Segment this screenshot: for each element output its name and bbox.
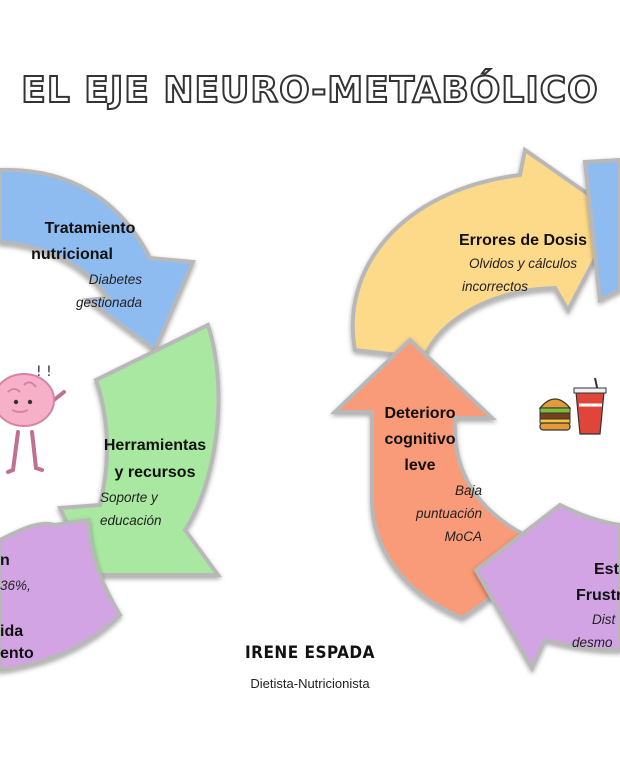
errores-desc-1: Olvidos y cálculos: [469, 256, 577, 271]
tratamiento-desc-2: gestionada: [76, 295, 143, 310]
deterioro-title-2: cognitivo: [384, 431, 455, 448]
partial-left-line-1: n: [0, 552, 10, 569]
deterioro-title-1: Deterioro: [384, 405, 455, 422]
herramientas-desc-1: Soporte y: [100, 490, 159, 505]
arrow-partial-left: [0, 517, 123, 673]
author-name: IRENE ESPADA: [245, 643, 375, 663]
soda-cup-icon: [573, 377, 607, 435]
errores-title: Errores de Dosis: [459, 232, 587, 249]
arrow-herramientas: [56, 322, 222, 577]
partial-right-title-1: Estr: [594, 561, 620, 578]
partial-right-desc-1: Dist: [592, 612, 616, 627]
partial-left-line-3: ida: [0, 623, 23, 640]
svg-text:! !: ! !: [36, 364, 52, 380]
errores-desc-2: incorrectos: [462, 279, 528, 294]
herramientas-desc-2: educación: [100, 513, 162, 528]
arrow-partial-topright: [582, 157, 620, 304]
page-title: EL EJE NEURO-METABÓLICO: [20, 69, 599, 112]
partial-left-line-4: ento: [0, 645, 34, 662]
deterioro-desc-1: Baja: [455, 483, 483, 498]
arrow-tratamiento: [0, 167, 196, 354]
author-role: Dietista-Nutricionista: [250, 676, 370, 691]
tratamiento-desc-1: Diabetes: [89, 272, 143, 287]
deterioro-desc-3: MoCA: [444, 529, 482, 544]
herramientas-title-2: y recursos: [115, 464, 196, 481]
tratamiento-title-1: Tratamiento: [45, 220, 136, 237]
tratamiento-title-2: nutricional: [31, 246, 113, 263]
burger-icon: [538, 398, 572, 431]
herramientas-title-1: Herramientas: [104, 437, 206, 454]
arrow-errores: [350, 146, 620, 361]
partial-left-line-2: 36%,: [0, 578, 31, 593]
partial-right-title-2: Frustr: [576, 587, 620, 604]
arrow-partial-right: [473, 502, 620, 673]
partial-right-desc-2: desmo: [572, 635, 613, 650]
deterioro-desc-2: puntuación: [415, 506, 482, 521]
deterioro-title-3: leve: [404, 457, 435, 474]
brain-mascot-icon: ! !: [0, 364, 66, 474]
